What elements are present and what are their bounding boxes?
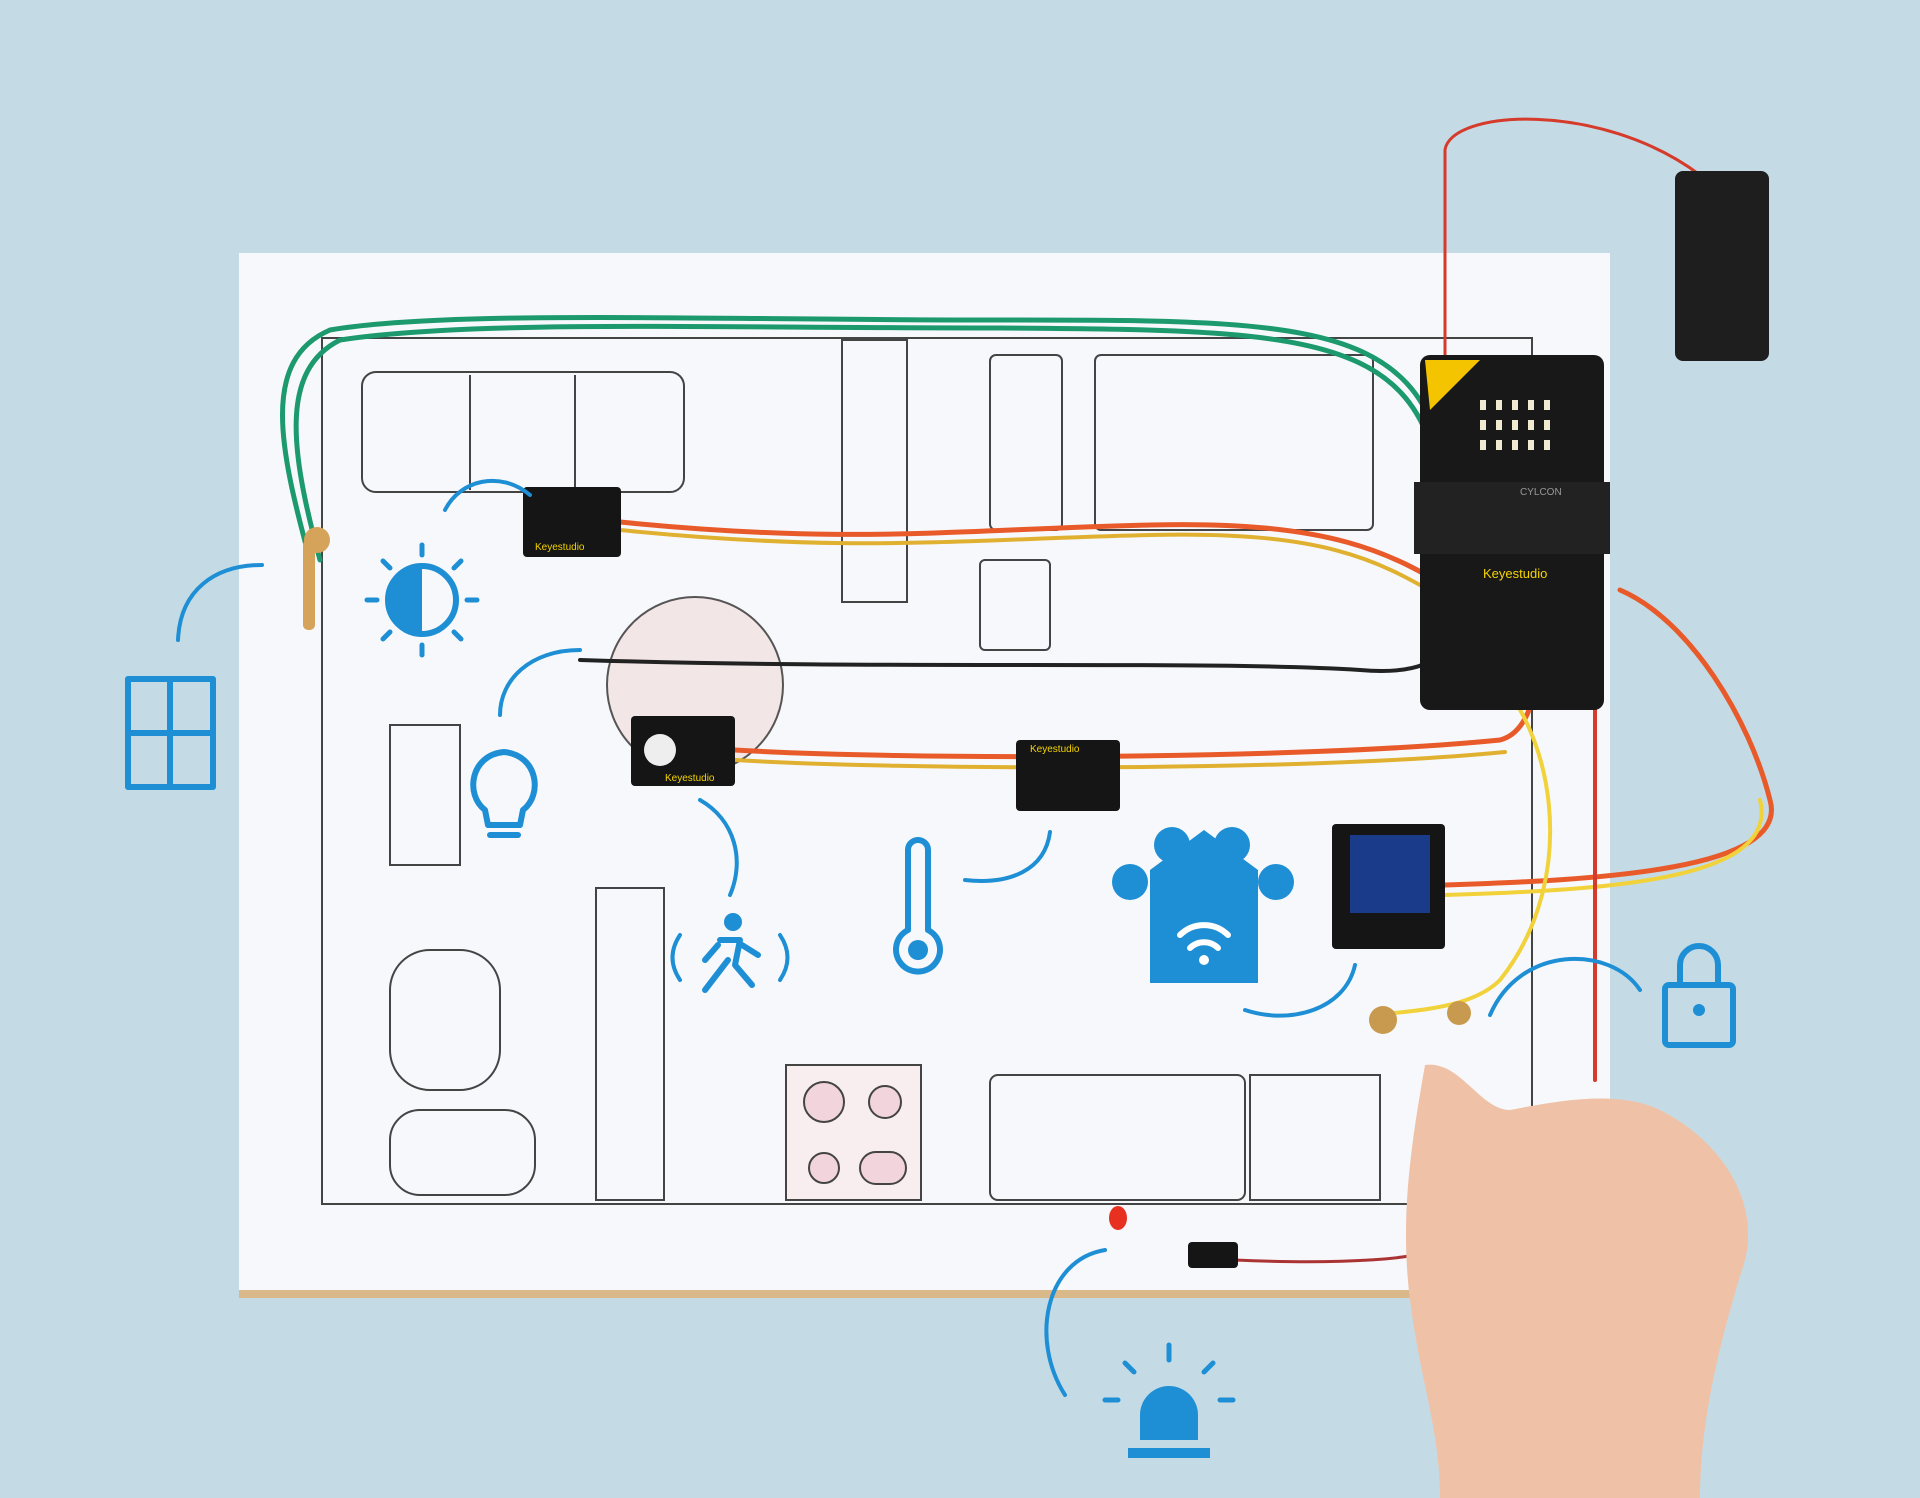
shield-label: Keyestudio (1483, 566, 1547, 581)
bookshelf (841, 339, 908, 603)
counter (595, 887, 665, 1201)
wires (280, 117, 1774, 1264)
alarm-icon (1044, 1248, 1236, 1458)
temp-sensor-label: Keyestudio (1030, 744, 1080, 755)
light-sensor-module: Keyestudio (523, 487, 621, 557)
sun-icon (364, 478, 532, 658)
controller-brand: CYLCON (1520, 487, 1562, 498)
lock-badge-icon (1214, 827, 1250, 863)
tv-badge-icon (1154, 827, 1190, 863)
fridge (1249, 1074, 1381, 1201)
pir-sensor-module: Keyestudio (631, 716, 735, 786)
touch-pads (303, 527, 1471, 1034)
battery-box (1675, 171, 1769, 361)
sink (389, 949, 501, 1091)
smart-home-icon (1112, 827, 1357, 1018)
thermometer-badge-icon (1112, 864, 1148, 900)
bed (1094, 354, 1374, 531)
microbit-controller: CYLCON Keyestudio (1414, 355, 1610, 710)
thermometer-icon (893, 830, 1052, 975)
window-icon (125, 563, 264, 790)
led-alarm (1109, 1206, 1238, 1268)
kitchen-sink (989, 1074, 1246, 1201)
hand (1405, 1064, 1749, 1498)
floor-plan-board (239, 253, 1610, 1298)
bulb-icon (470, 648, 582, 838)
bulb-badge-icon (1258, 864, 1294, 900)
motion-icon (670, 798, 790, 993)
pir-sensor-label: Keyestudio (665, 773, 715, 784)
oled-display-module (1332, 824, 1445, 949)
lock-icon (1488, 943, 1736, 1048)
cabinet (389, 724, 461, 866)
nightstand (979, 559, 1051, 651)
temperature-sensor-module: Keyestudio (1016, 740, 1120, 811)
light-sensor-label: Keyestudio (535, 542, 585, 553)
toilet (389, 1109, 536, 1196)
stove (785, 1064, 922, 1201)
